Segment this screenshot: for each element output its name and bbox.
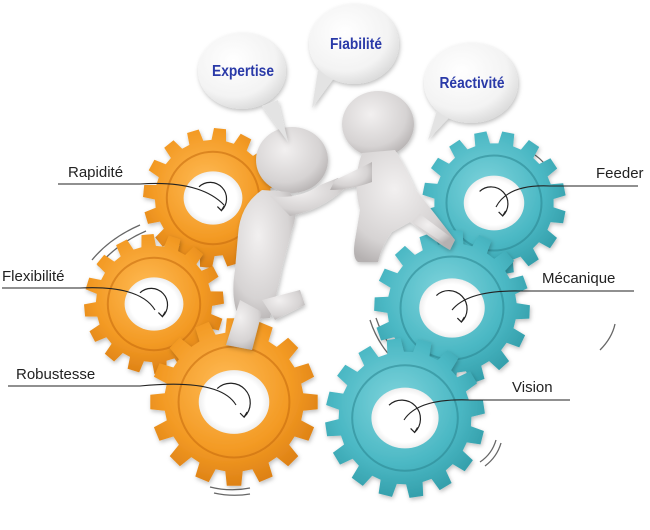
bubble-fiabilite: [309, 4, 399, 108]
label-mecanique: Mécanique: [542, 270, 616, 287]
gear-vision-rotation-arrow-icon: [388, 399, 422, 433]
leader-rapidite: [58, 182, 225, 206]
bubble-reactivite: [424, 43, 518, 140]
gear-rapidite-arrowhead-icon: [216, 205, 225, 212]
gear-mecanique-rotation-arrow-icon: [435, 289, 468, 323]
gear-flexibilite-hole: [124, 277, 184, 331]
leader-vision: [403, 399, 570, 421]
bubble-text-expertise: Expertise: [212, 63, 274, 80]
gear-mecanique-hole: [419, 278, 485, 338]
gear-feeder-rotation-arrow-icon: [479, 186, 509, 217]
gear-rapidite-hole: [183, 171, 243, 225]
gear-flexibilite-arrowhead-icon: [157, 311, 166, 318]
gears-orange: [84, 128, 318, 486]
gears-teal: [325, 131, 566, 498]
figures-handshake: [226, 91, 455, 350]
leader-robustesse: [8, 383, 237, 406]
gear-feeder-ring: [445, 154, 543, 252]
gear-mecanique-arrowhead-icon: [456, 316, 465, 324]
gear-rapidite-rotation-arrow-icon: [198, 181, 228, 212]
label-rapidite: Rapidité: [68, 164, 124, 181]
bubble-text-reactivite: Réactivité: [439, 75, 505, 92]
leader-feeder: [495, 185, 638, 208]
gear-feeder-hole: [463, 175, 525, 231]
label-feeder: Feeder: [596, 165, 644, 182]
right-figure: [330, 91, 455, 262]
bubble-text-fiabilite: Fiabilité: [330, 36, 382, 53]
label-robustesse: Robustesse: [16, 366, 96, 383]
gear-feeder-arrowhead-icon: [498, 210, 507, 217]
gear-flexibilite-ring: [106, 256, 202, 352]
label-vision: Vision: [512, 379, 553, 396]
gear-vision-ring: [351, 364, 459, 472]
gear-vision-arrowhead-icon: [410, 427, 419, 434]
bubble-expertise: [198, 33, 288, 142]
gear-robustesse-arrowhead-icon: [239, 411, 248, 419]
leader-lines: [2, 182, 638, 421]
label-flexibilite: Flexibilité: [2, 268, 65, 285]
leader-mecanique: [451, 290, 634, 311]
speech-bubbles: [198, 4, 518, 142]
gear-robustesse-rotation-arrow-icon: [216, 382, 251, 418]
gear-flexibilite-rotation-arrow-icon: [139, 287, 169, 318]
left-figure: [226, 127, 345, 350]
gear-flexibilite: [84, 234, 224, 374]
gear-mecanique: [374, 230, 530, 386]
leader-flexibilite: [2, 287, 156, 311]
gear-robustesse-ring: [177, 345, 291, 459]
